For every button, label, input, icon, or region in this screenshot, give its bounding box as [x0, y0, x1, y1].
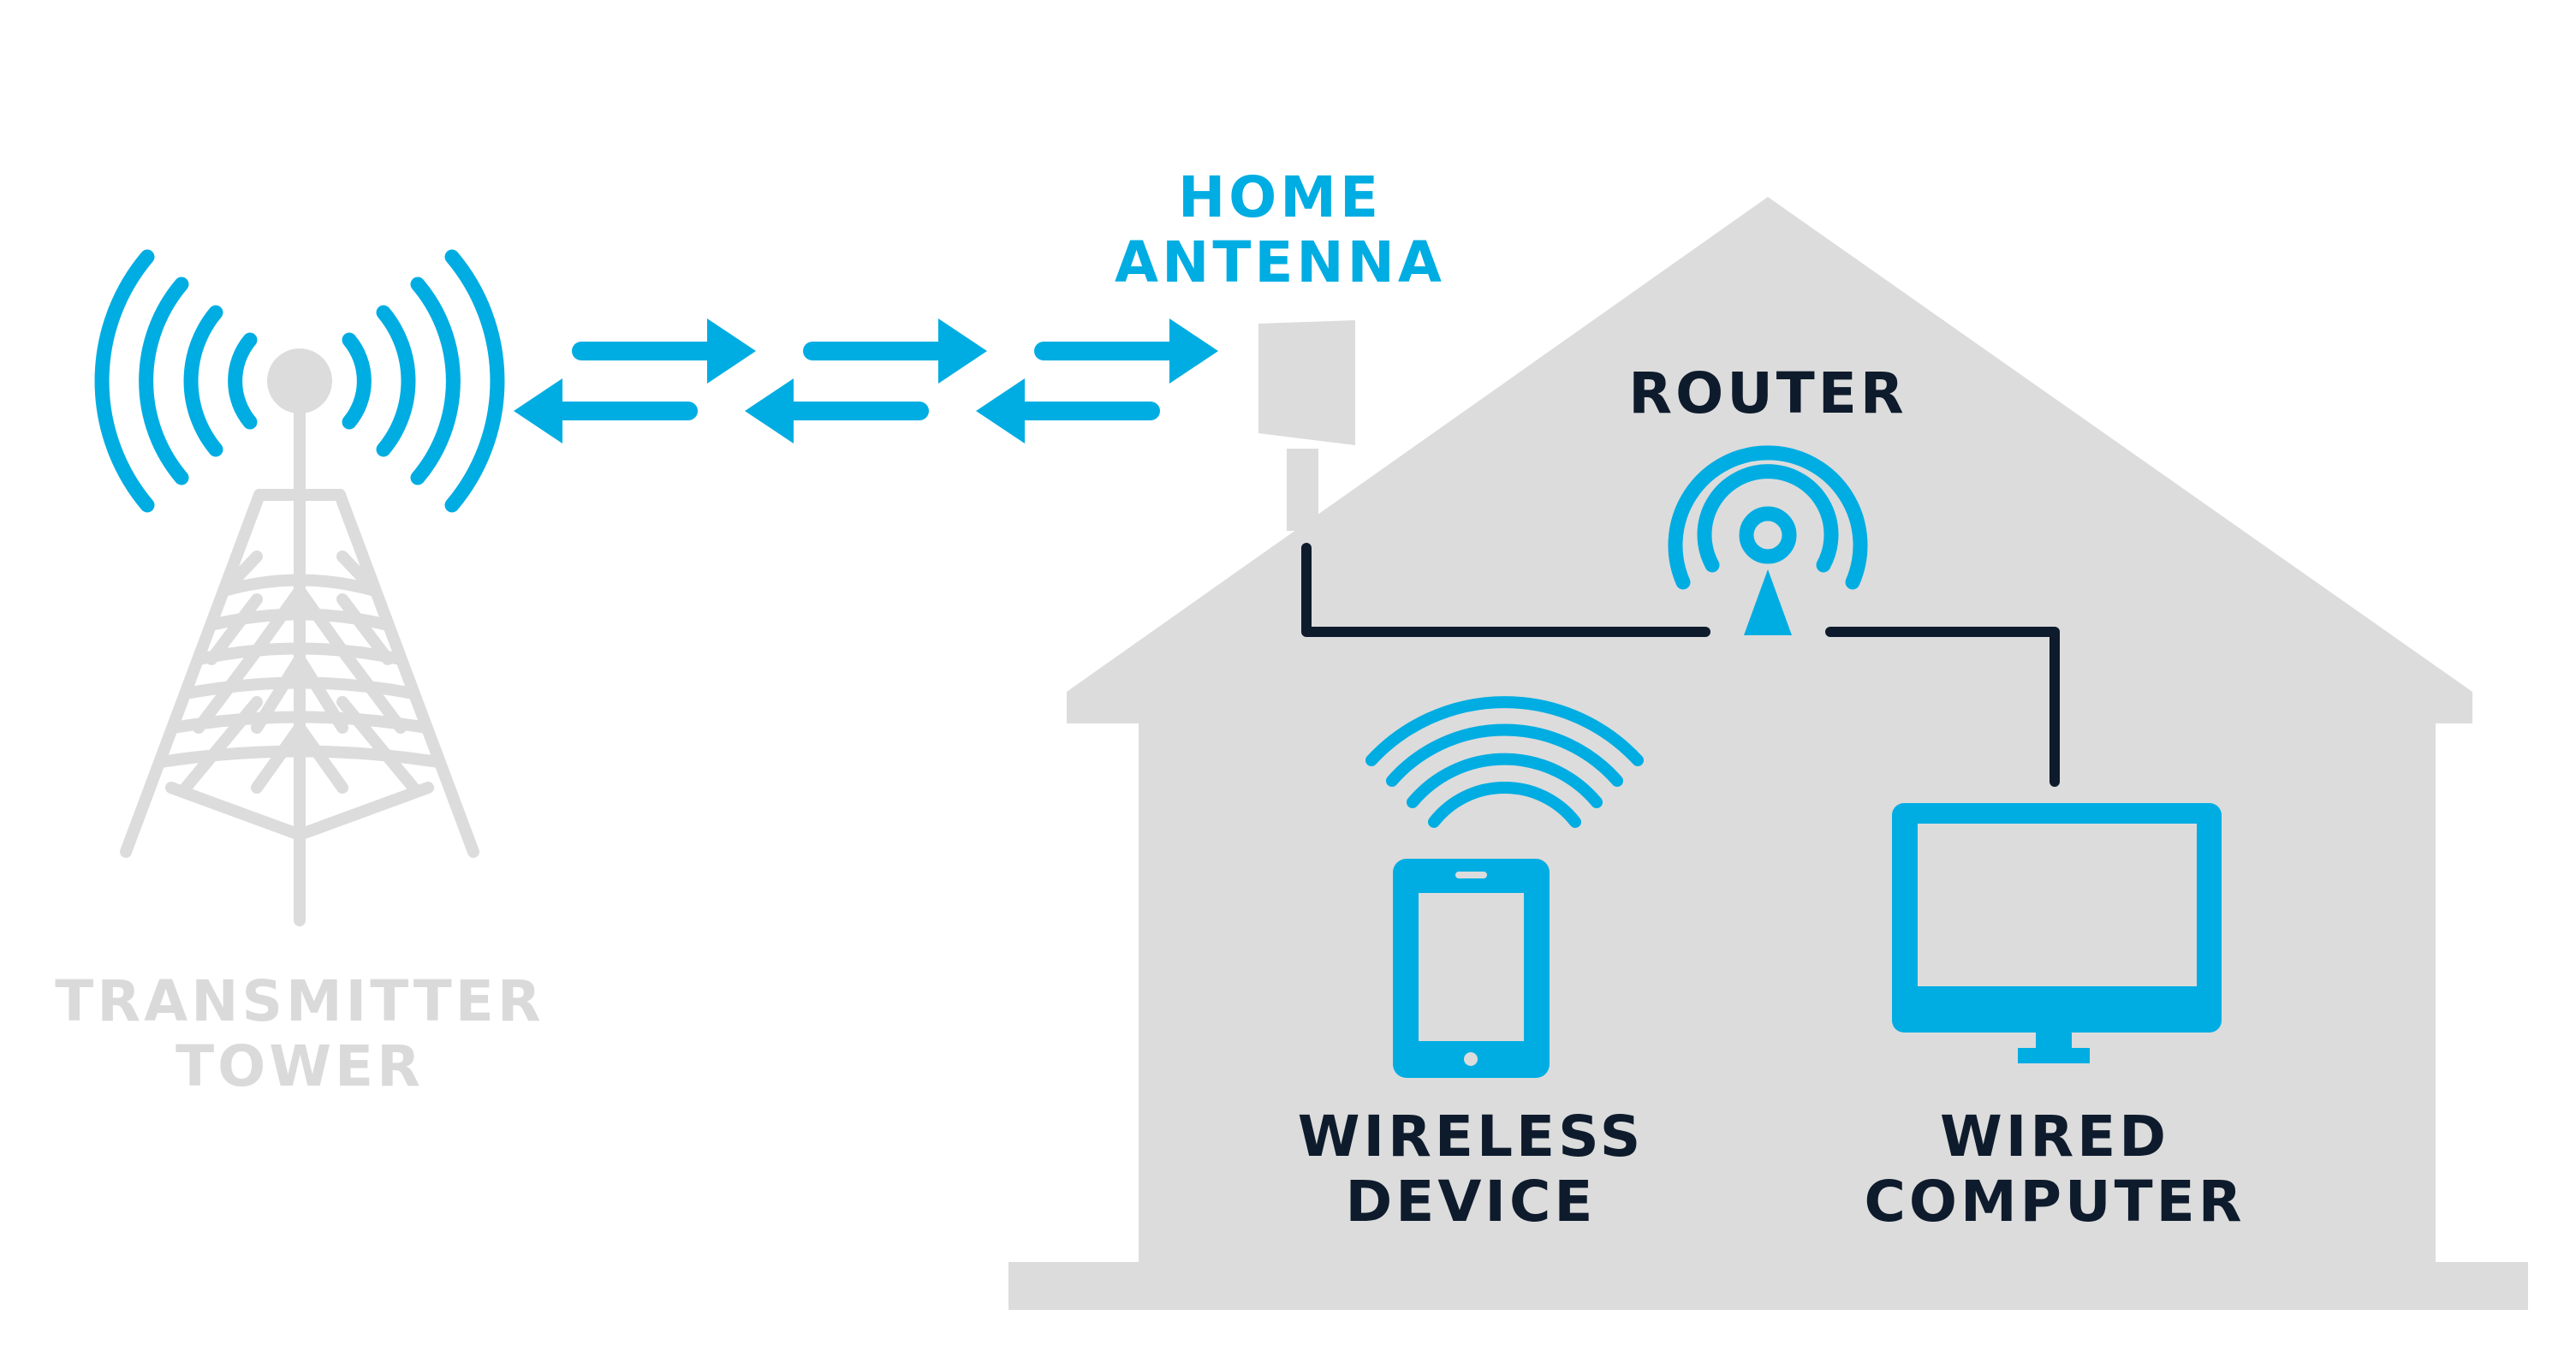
- transmitter-tower-label: TRANSMITTER TOWER: [34, 969, 565, 1099]
- network-cables: [1301, 543, 2060, 787]
- wired-computer-label-line-1: WIRED: [1939, 1104, 2170, 1170]
- router-label: ROUTER: [1628, 360, 1907, 426]
- arrow-left-2: [745, 378, 929, 443]
- transmitter-tower-icon: [94, 249, 505, 926]
- home-antenna-label: HOME ANTENNA: [1066, 165, 1494, 295]
- signal-arrows: [514, 318, 1218, 443]
- wireless-device-label-line-2: DEVICE: [1345, 1169, 1597, 1235]
- arrow-left-1: [514, 378, 698, 443]
- wifi-icon: [1365, 696, 1644, 828]
- home-antenna-icon: [1258, 320, 1355, 531]
- cable-antenna-to-router: [1301, 543, 1710, 637]
- home-antenna-label-line-2: ANTENNA: [1115, 229, 1445, 295]
- wireless-device-label: WIRELESS DEVICE: [1257, 1104, 1685, 1235]
- transmitter-tower-label-line-2: TOWER: [176, 1033, 424, 1099]
- monitor-icon: [1892, 803, 2222, 1063]
- transmitter-tower-label-line-1: TRANSMITTER: [55, 968, 544, 1034]
- arrow-right-3: [1034, 318, 1218, 384]
- wireless-device-label-line-1: WIRELESS: [1297, 1104, 1645, 1170]
- cable-router-to-computer: [1825, 627, 2060, 787]
- home-antenna-label-line-1: HOME: [1177, 164, 1383, 230]
- wired-computer-label: WIRED COMPUTER: [1823, 1104, 2286, 1235]
- arrow-right-1: [572, 318, 756, 384]
- router-icon: [1668, 445, 1868, 635]
- arrow-right-2: [803, 318, 987, 384]
- tablet-icon: [1393, 859, 1550, 1078]
- arrow-left-3: [976, 378, 1160, 443]
- wired-computer-label-line-2: COMPUTER: [1864, 1169, 2246, 1235]
